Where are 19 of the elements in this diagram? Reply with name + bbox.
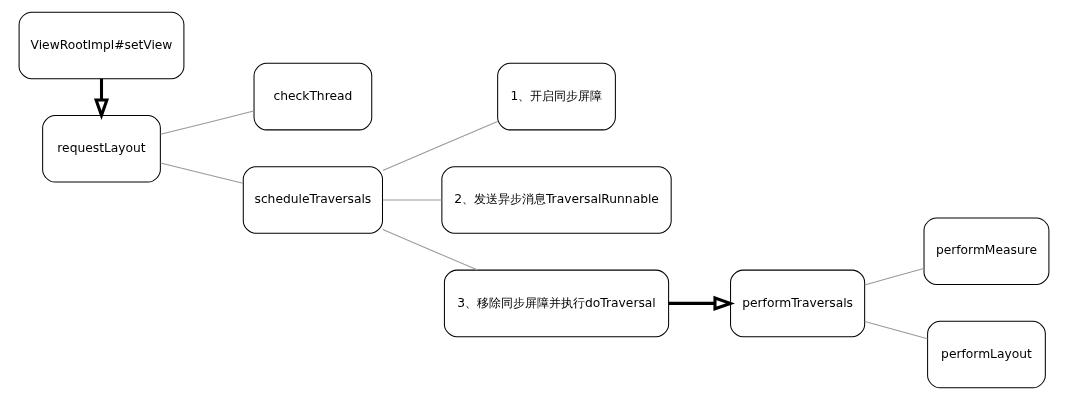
arrow xyxy=(668,295,735,311)
connector xyxy=(382,120,499,171)
arrow xyxy=(93,78,110,120)
node-box: 1、开启同步屏障 xyxy=(497,62,616,131)
node-box: 3、移除同步屏障并执行doTraversal xyxy=(443,269,670,338)
node-box: ViewRootImpl#setView xyxy=(18,11,185,80)
node-box: performLayout xyxy=(927,320,1046,389)
connector xyxy=(382,199,443,201)
node-box: 2、发送异步消息TraversalRunnable xyxy=(441,166,672,234)
connector xyxy=(382,229,479,271)
connector xyxy=(160,110,255,135)
connector xyxy=(864,267,925,286)
node-box: scheduleTraversals xyxy=(242,166,383,234)
connector xyxy=(864,321,928,340)
connector xyxy=(160,162,244,184)
node-box: performMeasure xyxy=(923,217,1050,285)
node-box: requestLayout xyxy=(42,115,161,183)
node-box: checkThread xyxy=(253,62,373,131)
node-box: performTraversals xyxy=(730,269,866,338)
